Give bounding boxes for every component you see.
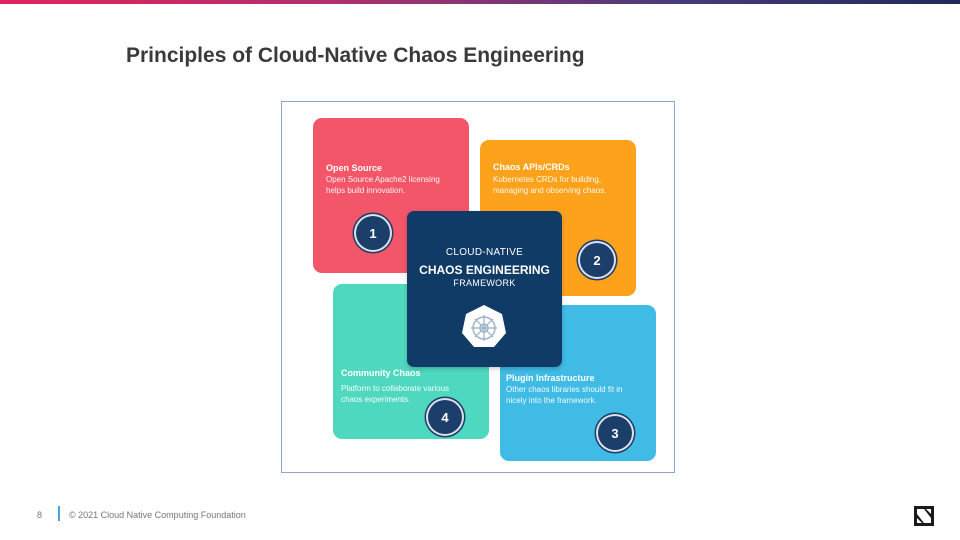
top-accent-bar	[0, 0, 960, 4]
card-open-source: Open Source Open Source Apache2 licensin…	[313, 118, 469, 273]
number-badge-1: 1	[356, 216, 390, 250]
center-framework-box: CLOUD-NATIVE CHAOS ENGINEERING FRAMEWORK	[407, 211, 562, 367]
footer-divider	[58, 506, 60, 521]
slide-title: Principles of Cloud-Native Chaos Enginee…	[126, 44, 585, 67]
number-badge-2: 2	[580, 243, 614, 277]
footer-copyright: © 2021 Cloud Native Computing Foundation	[69, 510, 246, 520]
center-line-1: CLOUD-NATIVE	[445, 247, 524, 258]
card-desc-line: Kubernetes CRDs for building,	[493, 175, 602, 184]
kubernetes-heptagon-icon	[462, 305, 506, 347]
center-line-3: FRAMEWORK	[453, 278, 516, 288]
card-title: Chaos APIs/CRDs	[493, 162, 570, 172]
page-number: 8	[37, 510, 43, 520]
card-desc-line: managing and observing chaos.	[493, 186, 607, 195]
card-title: Community Chaos	[341, 368, 421, 378]
card-desc-line: nicely into the framework.	[506, 396, 597, 405]
number-badge-3: 3	[598, 416, 632, 450]
number-badge-4: 4	[428, 400, 462, 434]
card-desc-line: Platform to collaborate various	[341, 384, 450, 393]
card-desc-line: Other chaos libraries should fit in	[506, 385, 623, 394]
card-desc-line: helps build innovation.	[326, 186, 406, 195]
card-title: Open Source	[326, 163, 383, 173]
cncf-logo-icon	[914, 506, 934, 526]
center-line-2: CHAOS ENGINEERING	[419, 263, 550, 277]
card-desc-line: chaos experiments.	[341, 395, 411, 404]
card-desc-line: Open Source Apache2 licensing	[326, 175, 440, 184]
card-title: Plugin Infrastructure	[506, 373, 595, 383]
